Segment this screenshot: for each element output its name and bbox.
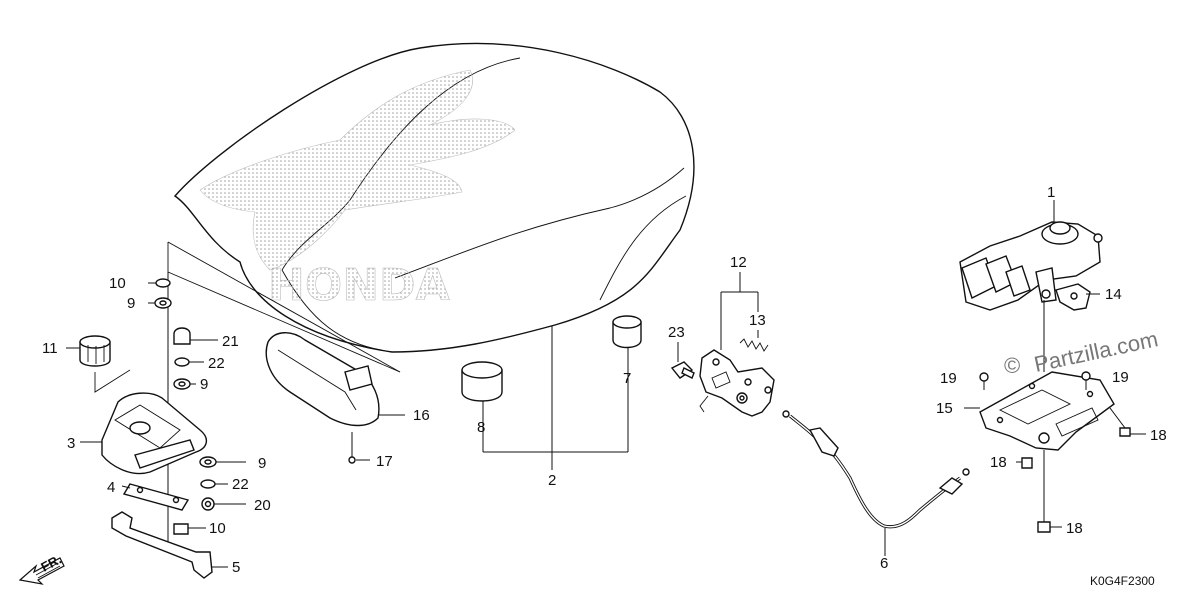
washer-part-22-low[interactable] [200,479,228,489]
label-part-7: 7 [623,370,631,387]
rubber-part-7[interactable] [612,315,642,349]
collar-part-11[interactable] [66,335,131,393]
screw-part-19-left[interactable] [979,372,989,390]
nut-part-21[interactable] [173,327,218,345]
label-part-9-mid: 9 [200,376,208,393]
leader-part-2 [482,326,629,470]
nut-part-20[interactable] [201,497,246,511]
screw-part-18-low[interactable] [1037,512,1062,533]
label-part-5: 5 [232,559,240,576]
lever-part-5[interactable] [111,511,228,579]
cable-part-6[interactable] [782,410,970,556]
label-part-18-mid: 18 [990,454,1007,471]
washer-part-9-low[interactable] [199,456,246,468]
diagram-code: K0G4F2300 [1090,574,1155,588]
rear-cover-part-16[interactable] [265,332,405,427]
watermark-text: Partzilla.com [1032,326,1160,377]
watermark-symbol: © [1004,353,1020,378]
label-part-19-right: 19 [1112,369,1129,386]
label-part-12: 12 [730,254,747,271]
rubber-part-8[interactable] [461,361,503,402]
label-part-1: 1 [1047,184,1055,201]
label-part-3: 3 [67,435,75,452]
screw-part-17[interactable] [348,432,370,464]
screw-part-18-right[interactable] [1109,407,1146,437]
honda-logo-text: HONDA [268,260,450,311]
label-part-13: 13 [749,312,766,329]
label-part-10-low: 10 [209,520,226,537]
washer-part-22-top[interactable] [174,357,204,367]
seat-assembly[interactable] [173,42,695,353]
actuator-part-1[interactable] [959,200,1103,311]
clip-part-14[interactable] [1055,283,1100,311]
washer-part-10-top[interactable] [148,278,171,288]
label-part-16: 16 [413,407,430,424]
label-part-20: 20 [254,497,271,514]
screw-part-19-right[interactable] [1081,371,1091,390]
plate-part-4[interactable] [121,483,190,511]
label-part-22-top: 22 [208,355,225,372]
front-direction-arrow [18,557,65,585]
screw-part-18-mid[interactable] [1016,457,1033,469]
bracket-part-15[interactable] [964,300,1115,512]
honda-wing-logo: HONDA [199,69,516,311]
label-part-22-low: 22 [232,476,249,493]
washer-part-10-low[interactable] [173,523,206,535]
label-part-18-right: 18 [1150,427,1167,444]
label-part-6: 6 [880,555,888,572]
label-part-4: 4 [107,479,115,496]
label-part-9-top: 9 [127,295,135,312]
washer-part-9-mid[interactable] [173,378,196,390]
label-part-19-left: 19 [940,370,957,387]
label-part-9-low: 9 [258,455,266,472]
leader-part-12 [720,272,759,350]
label-part-8: 8 [477,419,485,436]
label-part-17: 17 [376,453,393,470]
bolt-part-23[interactable] [670,342,695,379]
lock-bracket-part-3[interactable] [80,392,207,475]
label-part-23: 23 [668,324,685,341]
label-part-18-low: 18 [1066,520,1083,537]
washer-part-9-top[interactable] [148,297,172,309]
label-part-14: 14 [1105,286,1122,303]
label-part-10-top: 10 [109,275,126,292]
label-part-21: 21 [222,333,239,350]
spring-part-13[interactable] [739,330,769,352]
label-part-11: 11 [42,340,58,357]
label-part-2: 2 [548,472,556,489]
seat-lock-part-12[interactable] [699,349,775,417]
label-part-15: 15 [936,400,953,417]
